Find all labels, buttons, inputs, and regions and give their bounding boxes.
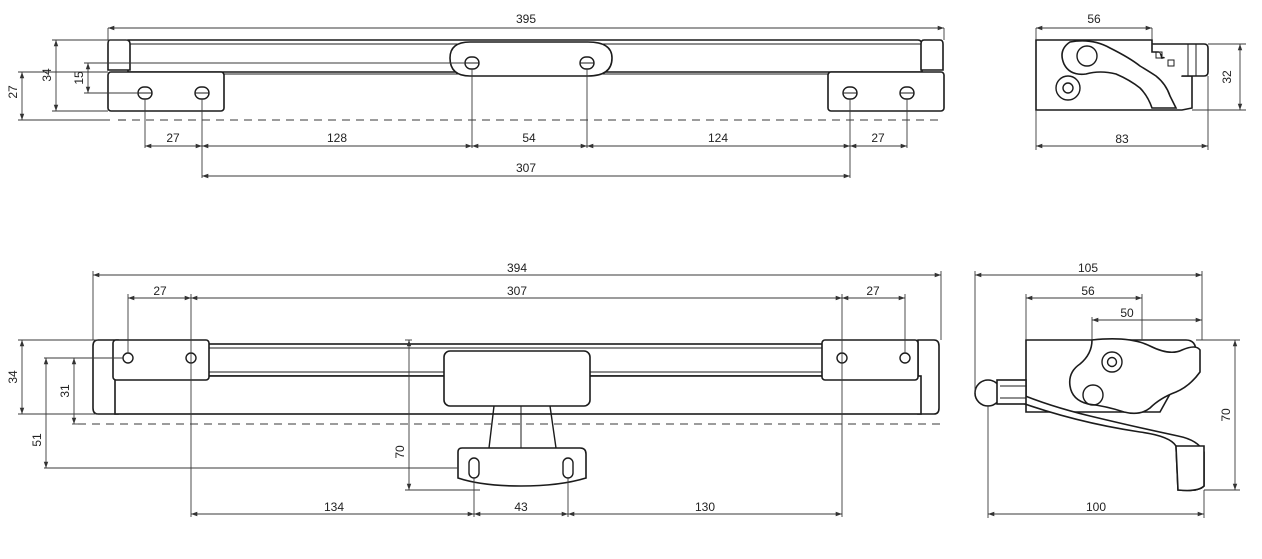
dim-307-label: 307 xyxy=(516,161,536,175)
side-70-label: 70 xyxy=(1219,408,1233,422)
dim-34-label: 34 xyxy=(6,370,20,384)
bottom-side-view: 105 56 50 100 70 xyxy=(974,261,1240,518)
dim-27b-label: 27 xyxy=(866,284,880,298)
dim-31-label: 31 xyxy=(58,384,72,398)
side-83-label: 83 xyxy=(1115,132,1129,146)
bottom-front-view: 394 27 307 27 34 31 51 70 134 43 130 xyxy=(6,261,942,517)
dim-43-label: 43 xyxy=(514,500,528,514)
dim-395-label: 395 xyxy=(516,12,536,26)
dim-394-label: 394 xyxy=(507,261,527,275)
dim-307-label: 307 xyxy=(507,284,527,298)
dim-15-label: 15 xyxy=(72,71,86,85)
dim-27b-label: 27 xyxy=(871,131,885,145)
side-100-label: 100 xyxy=(1086,500,1106,514)
dim-27a-label: 27 xyxy=(153,284,167,298)
side-50-label: 50 xyxy=(1120,306,1134,320)
side-32-label: 32 xyxy=(1220,70,1234,84)
top-side-view: 56 83 32 xyxy=(1035,12,1246,150)
dim-27a-label: 27 xyxy=(166,131,180,145)
dim-70-label: 70 xyxy=(393,445,407,459)
side-56-label: 56 xyxy=(1081,284,1095,298)
top-front-view: 395 27 128 54 124 27 307 34 15 27 xyxy=(6,12,945,179)
dim-128-label: 128 xyxy=(327,131,347,145)
dim-130-label: 130 xyxy=(695,500,715,514)
side-105-label: 105 xyxy=(1078,261,1098,275)
dim-34-label: 34 xyxy=(40,68,54,82)
dim-54-label: 54 xyxy=(522,131,536,145)
dim-27-height-label: 27 xyxy=(6,85,20,99)
dim-134-label: 134 xyxy=(324,500,344,514)
dim-124-label: 124 xyxy=(708,131,728,145)
dim-51-label: 51 xyxy=(30,433,44,447)
side-56-label: 56 xyxy=(1087,12,1101,26)
